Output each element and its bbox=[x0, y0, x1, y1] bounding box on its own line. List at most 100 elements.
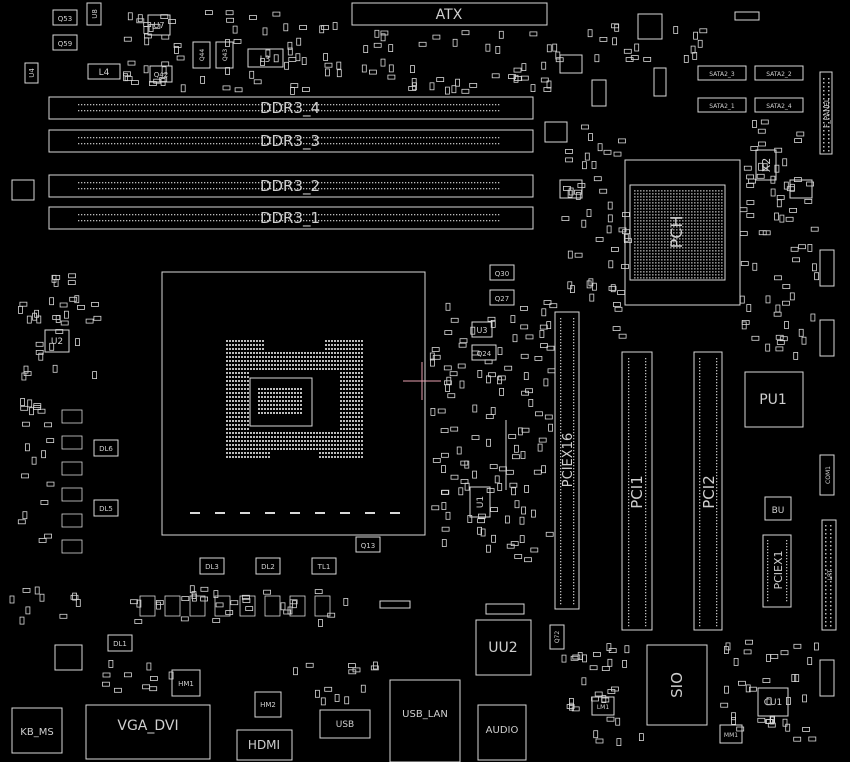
smd-component bbox=[539, 330, 545, 338]
smd-component bbox=[173, 43, 182, 48]
ball-pin bbox=[358, 424, 360, 426]
ball-pin bbox=[667, 238, 669, 240]
ball-pin bbox=[712, 256, 714, 258]
pin bbox=[363, 104, 365, 106]
pin bbox=[786, 600, 788, 602]
pin bbox=[486, 214, 488, 216]
ball-pin bbox=[655, 253, 657, 255]
ball-pin bbox=[682, 217, 684, 219]
pin bbox=[825, 541, 827, 543]
pin bbox=[468, 220, 470, 222]
ball-pin bbox=[346, 452, 348, 454]
ball-pin bbox=[679, 193, 681, 195]
ball-pin bbox=[697, 259, 699, 261]
smd-component bbox=[613, 151, 622, 157]
pin bbox=[645, 382, 647, 384]
ball-pin bbox=[709, 274, 711, 276]
pin bbox=[716, 418, 718, 420]
pin bbox=[645, 460, 647, 462]
pin bbox=[468, 104, 470, 106]
smd-component bbox=[314, 689, 320, 698]
pin bbox=[303, 143, 305, 145]
ball-pin bbox=[334, 360, 336, 362]
pin bbox=[560, 588, 562, 590]
ball-pin bbox=[340, 352, 342, 354]
smd-component bbox=[457, 363, 466, 369]
pin bbox=[645, 475, 647, 477]
pin bbox=[480, 182, 482, 184]
ball-pin bbox=[250, 456, 252, 458]
ball-pin bbox=[700, 259, 702, 261]
smd-component bbox=[27, 399, 33, 408]
ball-pin bbox=[694, 262, 696, 264]
pin bbox=[699, 529, 701, 531]
pin bbox=[291, 143, 293, 145]
ball-pin bbox=[292, 368, 294, 370]
pin bbox=[147, 182, 149, 184]
smd-component bbox=[460, 479, 469, 484]
ball-pin bbox=[718, 277, 720, 279]
pin bbox=[147, 220, 149, 222]
ball-pin bbox=[691, 223, 693, 225]
ball-pin bbox=[697, 205, 699, 207]
ball-pin bbox=[700, 238, 702, 240]
pin bbox=[429, 110, 431, 112]
ball-pin bbox=[655, 214, 657, 216]
smd-component bbox=[44, 422, 52, 428]
smd-component bbox=[521, 427, 530, 433]
smd-component bbox=[569, 702, 574, 711]
ball-pin bbox=[652, 226, 654, 228]
pin bbox=[354, 104, 356, 106]
pin bbox=[186, 137, 188, 139]
pin bbox=[699, 502, 701, 504]
ball-pin bbox=[247, 356, 249, 358]
ball-pin bbox=[238, 448, 240, 450]
smd-component bbox=[314, 589, 323, 594]
ball-pin bbox=[294, 408, 296, 410]
ball-pin bbox=[352, 444, 354, 446]
lpt-header bbox=[821, 519, 837, 631]
pin bbox=[560, 594, 562, 596]
pin bbox=[276, 214, 278, 216]
pin bbox=[288, 188, 290, 190]
ball-pin bbox=[715, 193, 717, 195]
smd-component bbox=[436, 77, 445, 82]
pin bbox=[183, 110, 185, 112]
ball-pin bbox=[355, 356, 357, 358]
pin bbox=[156, 182, 158, 184]
smd-component bbox=[745, 684, 751, 693]
smd-component bbox=[577, 652, 583, 660]
ball-pin bbox=[301, 444, 303, 446]
ball-pin bbox=[721, 220, 723, 222]
ball-pin bbox=[706, 232, 708, 234]
pin bbox=[489, 214, 491, 216]
pin bbox=[120, 104, 122, 106]
ball-pin bbox=[258, 408, 260, 410]
pin bbox=[823, 110, 825, 112]
pin bbox=[288, 143, 290, 145]
pin bbox=[645, 499, 647, 501]
ball-pin bbox=[307, 364, 309, 366]
pin bbox=[204, 110, 206, 112]
pin bbox=[123, 182, 125, 184]
pin bbox=[267, 110, 269, 112]
pin bbox=[830, 565, 832, 567]
pin bbox=[573, 492, 575, 494]
ball-pin bbox=[706, 217, 708, 219]
pin bbox=[408, 214, 410, 216]
ball-pin bbox=[712, 190, 714, 192]
pin bbox=[414, 110, 416, 112]
ball-pin bbox=[258, 404, 260, 406]
ball-pin bbox=[253, 360, 255, 362]
pin bbox=[129, 137, 131, 139]
ball-pin bbox=[232, 352, 234, 354]
pin bbox=[767, 600, 769, 602]
ball-pin bbox=[715, 229, 717, 231]
pin bbox=[426, 137, 428, 139]
pin bbox=[255, 110, 257, 112]
smd-component bbox=[26, 315, 32, 324]
pin bbox=[108, 220, 110, 222]
pin bbox=[270, 182, 272, 184]
ball-pin bbox=[361, 368, 363, 370]
pin bbox=[699, 466, 701, 468]
